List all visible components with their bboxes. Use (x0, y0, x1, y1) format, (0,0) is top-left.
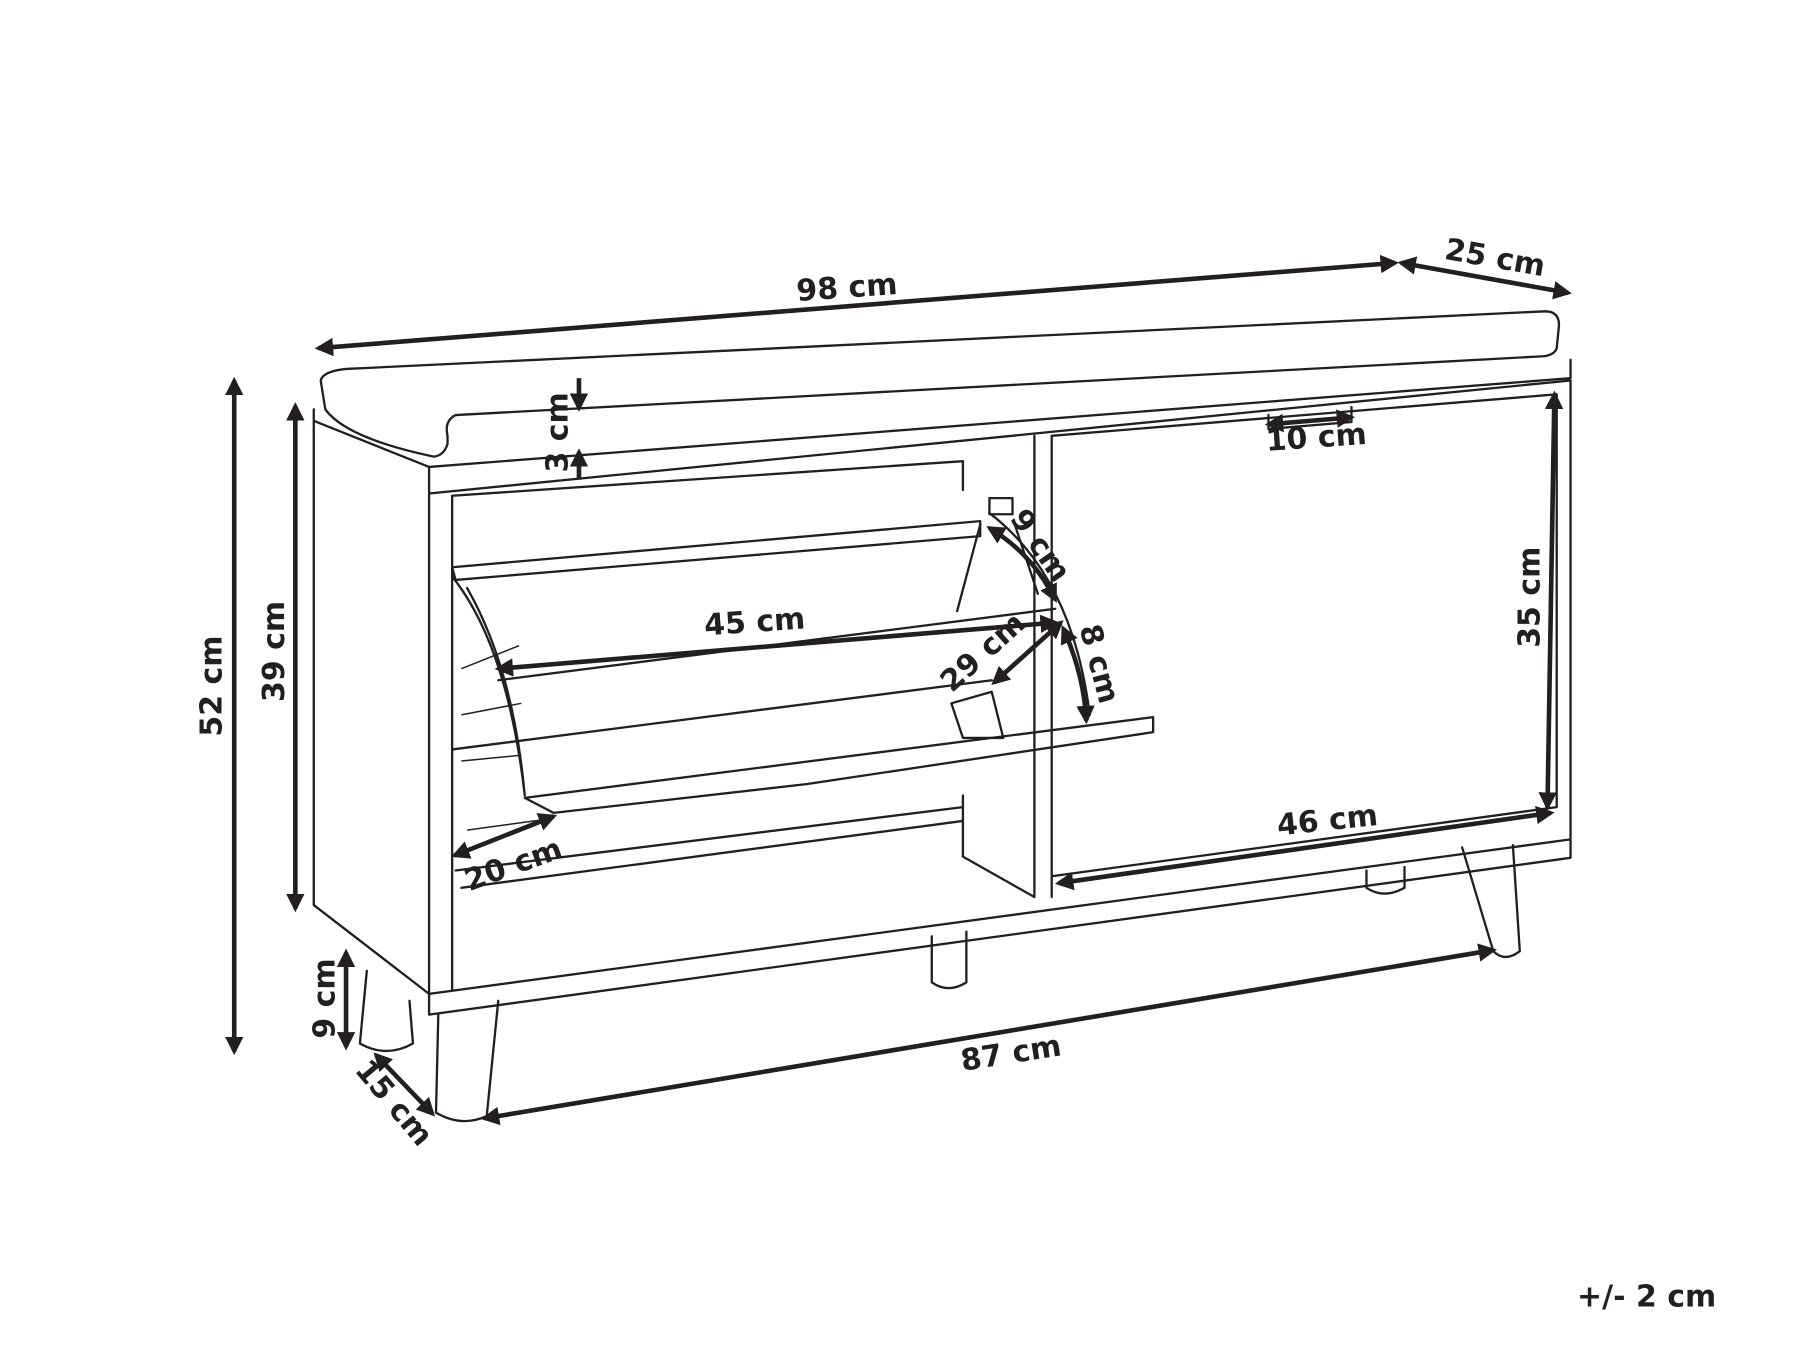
seat-cushion (319, 310, 1561, 458)
flap-depth-label: 29 cm (934, 606, 1033, 700)
leg-depth-label: 15 cm (348, 1053, 440, 1153)
bench-body (312, 310, 1572, 1123)
leg-front-left (434, 999, 500, 1123)
leg-front-right (1461, 843, 1521, 959)
leg-middle (930, 930, 968, 990)
cabinet-door (1050, 393, 1558, 878)
leg-height-label: 9 cm (308, 958, 343, 1038)
door-width-label: 46 cm (1275, 798, 1379, 843)
door-height-label: 35 cm (1512, 547, 1547, 648)
tolerance-note: +/- 2 cm (1577, 1279, 1716, 1314)
flap-width-label: 45 cm (703, 601, 806, 643)
handle-width-label: 10 cm (1265, 417, 1368, 459)
total-width-label: 98 cm (795, 267, 898, 309)
cushion-thickness-label: 3 cm (540, 392, 575, 472)
depth-label: 25 cm (1442, 232, 1548, 284)
dimension-lines (225, 254, 1572, 1126)
total-height-label: 52 cm (195, 635, 230, 736)
compartment-depth-label: 20 cm (460, 831, 567, 898)
body-height-label: 39 cm (257, 601, 292, 702)
cabinet-frame (312, 379, 1572, 1016)
leg-back-left (358, 969, 415, 1053)
